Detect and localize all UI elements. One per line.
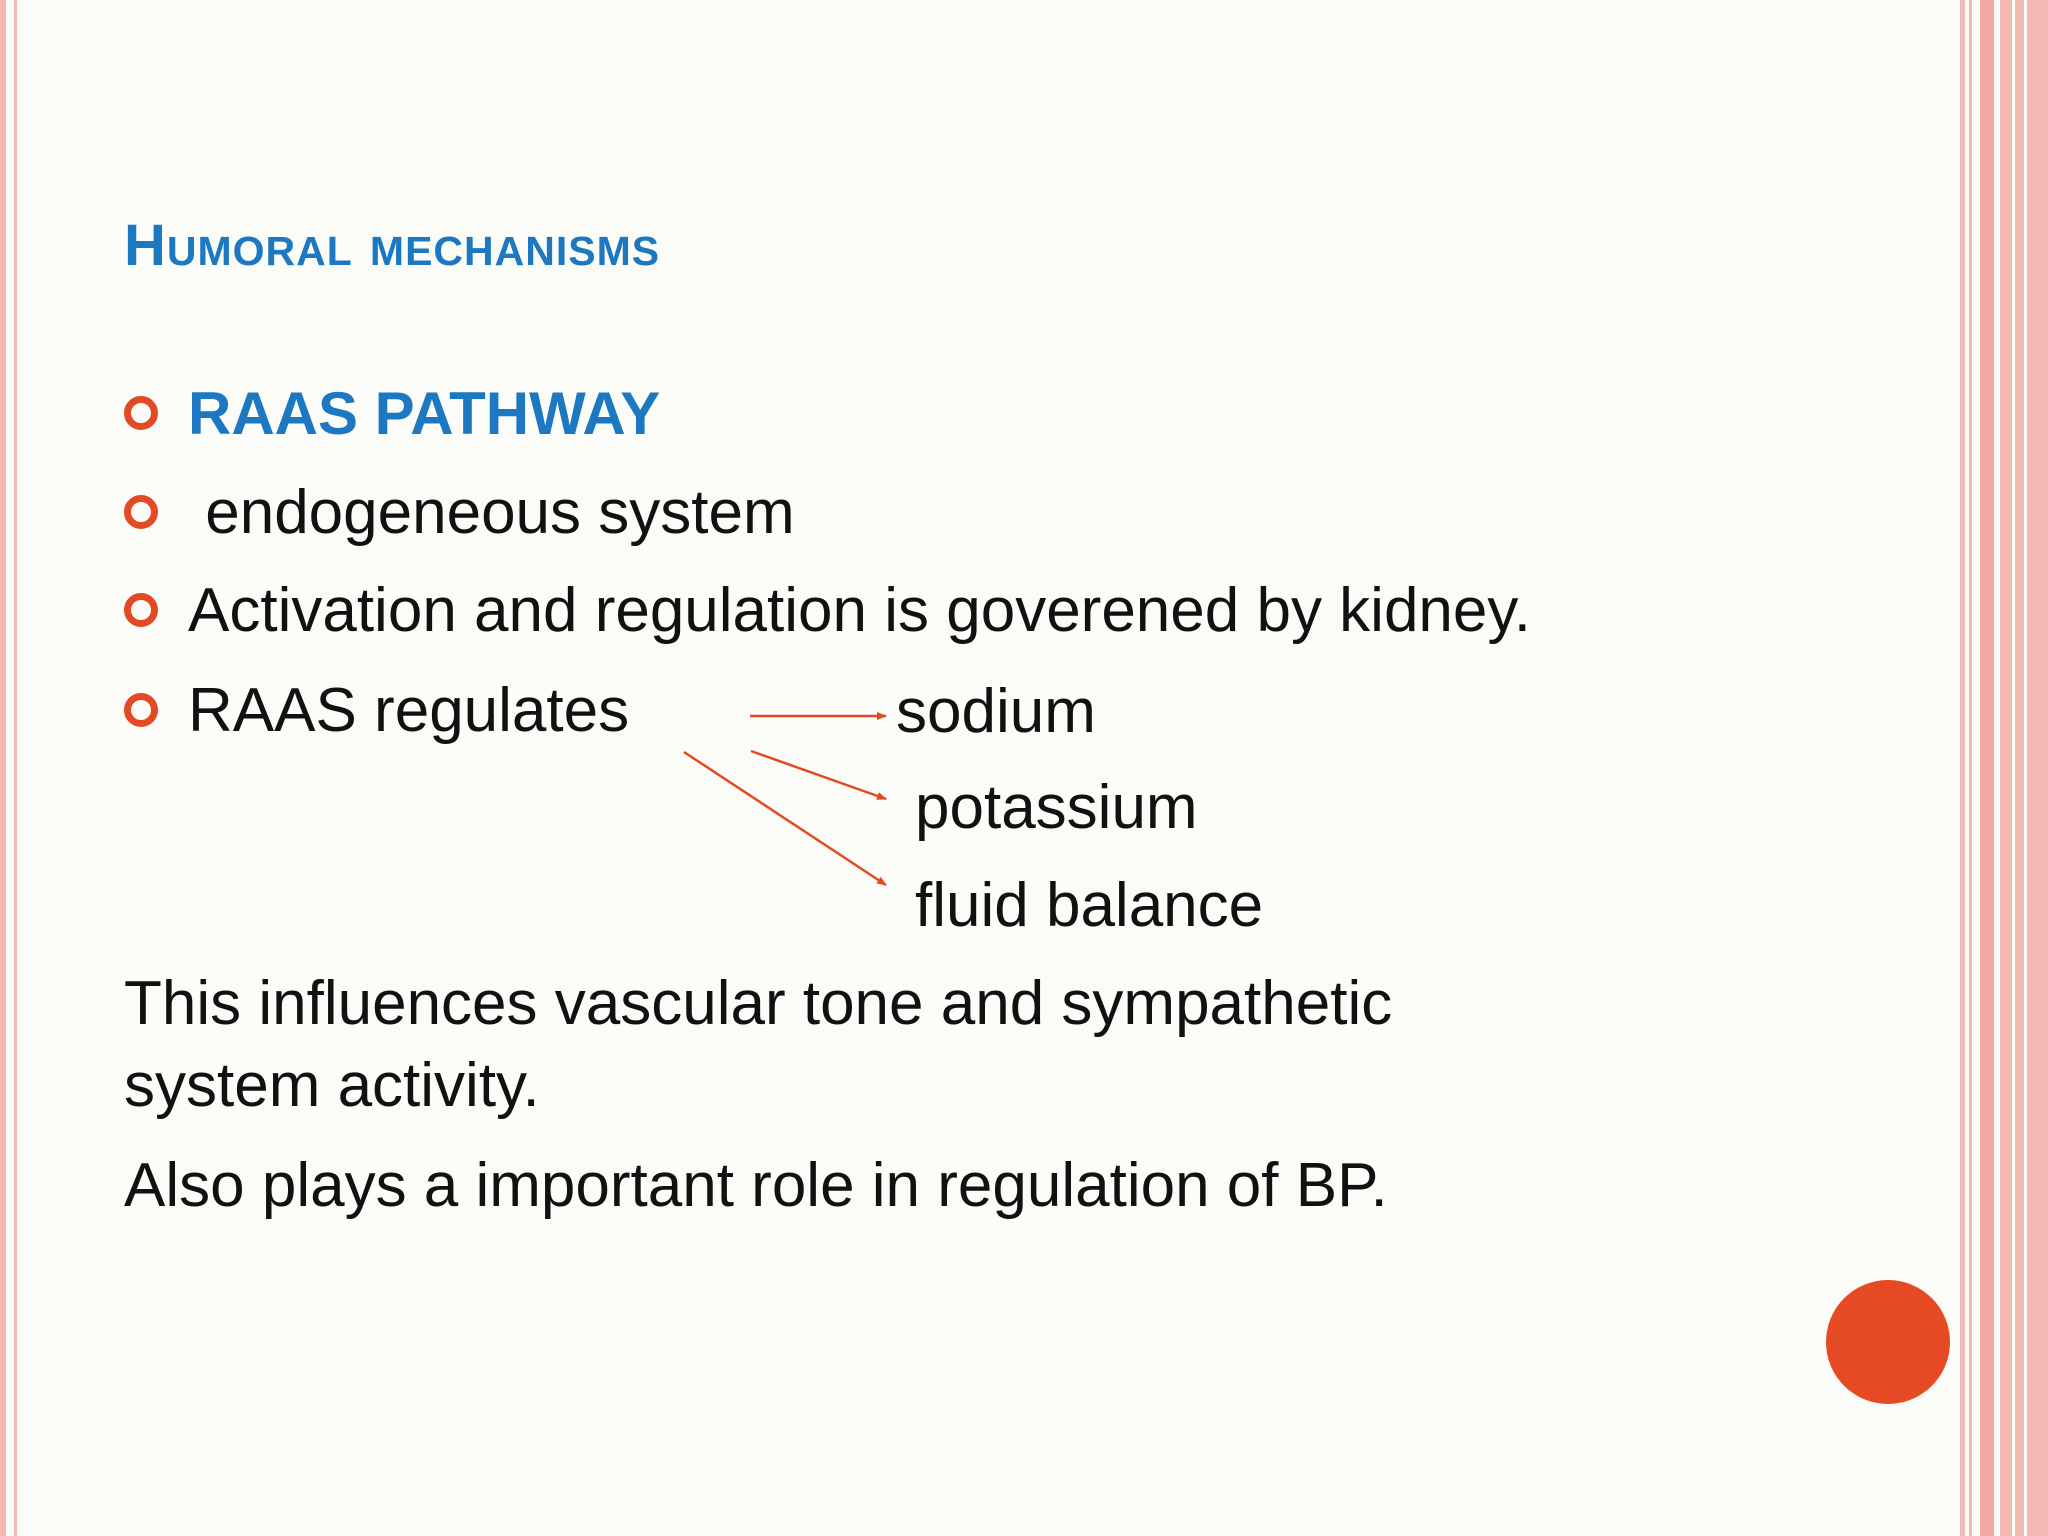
paragraph-line: system activity. <box>124 1051 540 1120</box>
right-border-gap <box>2012 0 2015 1536</box>
right-border-stripe <box>1980 0 1994 1536</box>
target-sodium: sodium <box>896 677 1096 746</box>
bullet-item: Activation and regulation is goverened b… <box>124 570 1531 650</box>
bullet-text: endogeneous system <box>188 477 795 547</box>
bullet-item: RAAS regulates <box>124 670 629 750</box>
left-border-line-thin <box>14 0 17 1536</box>
slide-title: Humoral mechanisms <box>124 213 661 278</box>
target-fluid-balance: fluid balance <box>915 871 1264 940</box>
arrow-right-icon <box>750 749 887 801</box>
paragraph-line: Also plays a important role in regulatio… <box>124 1151 1388 1220</box>
right-border-stripe <box>1969 0 1972 1536</box>
bullet-item: endogeneous system <box>124 472 795 552</box>
bullet-text: Activation and regulation is goverened b… <box>188 575 1532 645</box>
bullet-text: RAAS regulates <box>188 675 630 745</box>
ring-bullet-icon <box>124 396 158 430</box>
ring-bullet-icon <box>124 693 158 727</box>
bullet-item: RAAS PATHWAY <box>124 373 660 453</box>
orange-circle-icon <box>1826 1280 1950 1404</box>
ring-bullet-icon <box>124 495 158 529</box>
paragraph-line: This influences vascular tone and sympat… <box>124 969 1393 1038</box>
right-border-stripe <box>1960 0 1965 1536</box>
bullet-heading: RAAS PATHWAY <box>188 379 661 447</box>
target-potassium: potassium <box>915 773 1198 842</box>
left-border-line <box>0 0 6 1536</box>
arrow-right-icon <box>683 750 887 887</box>
ring-bullet-icon <box>124 593 158 627</box>
right-border-gap <box>2024 0 2027 1536</box>
